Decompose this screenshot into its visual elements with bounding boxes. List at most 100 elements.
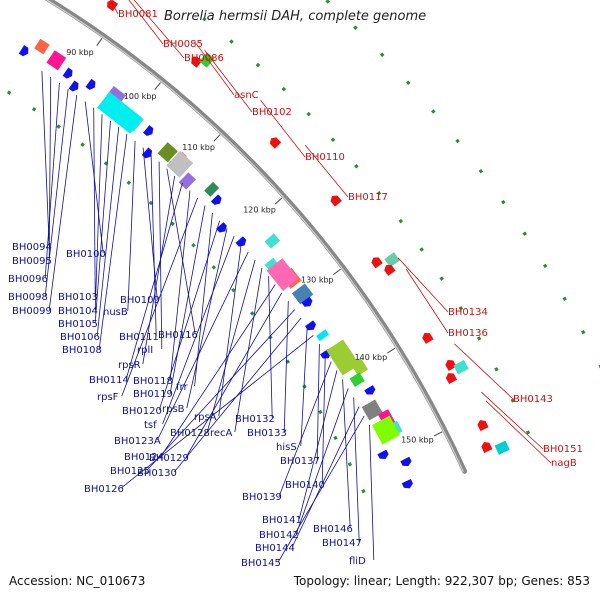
gene-label-bh0124: BH0124 [124, 452, 164, 463]
gene-label-rpsa: rpsA [194, 412, 217, 423]
ring-dot [255, 62, 261, 68]
forward-operon-block [97, 91, 143, 134]
gene-label-bh0108: BH0108 [62, 345, 102, 356]
leader-line [41, 71, 50, 247]
ring-dot [191, 243, 196, 248]
reverse-gene-block [199, 52, 215, 68]
gene-label-bh0104: BH0104 [58, 306, 98, 317]
leader-line [94, 114, 103, 311]
forward-gene-arrow [377, 449, 389, 460]
leader-line [160, 284, 276, 457]
leader-line [283, 301, 289, 433]
leader-line [260, 99, 306, 158]
gene-label-bh0106: BH0106 [60, 332, 100, 343]
ring-dot [302, 384, 307, 389]
tick-mark [274, 197, 283, 205]
ring-dot [525, 430, 531, 435]
forward-gene-block [316, 329, 330, 342]
gene-label-bh0133: BH0133 [247, 428, 287, 439]
leader-line [300, 326, 308, 447]
forward-gene-arrow [62, 67, 73, 79]
gene-label-bh0142: BH0142 [259, 530, 299, 541]
gene-label-bh0098: BH0098 [8, 292, 48, 303]
leader-line [268, 276, 273, 419]
leader-line [369, 424, 375, 561]
gene-label-reca: recA [210, 428, 233, 439]
gene-labels: BH0094BH0095BH0096BH0098BH0099BH0100BH01… [8, 9, 583, 569]
leader-line [146, 309, 295, 471]
ring-dot [325, 0, 330, 4]
leader-line [109, 0, 119, 15]
leader-line [186, 228, 228, 409]
reverse-gene-arrow [422, 333, 434, 344]
leader-line [185, 292, 283, 458]
accession-text: Accession: NC_010673 [9, 574, 146, 588]
tick-label: 140 kbp [355, 353, 388, 362]
ring-dot [522, 231, 528, 236]
leader-line [166, 168, 196, 335]
reverse-gene-arrow [481, 441, 493, 453]
forward-gene-arrow [305, 320, 317, 331]
ring-dot [126, 180, 132, 186]
forward-gene-block [291, 283, 314, 305]
reverse-gene-arrow [330, 195, 342, 207]
gene-label-bh0120: BH0120 [122, 406, 162, 417]
tick-mark [387, 347, 396, 354]
gene-label-bh0118: BH0118 [133, 376, 173, 387]
ring-dot [476, 336, 482, 341]
gene-label-bh0130: BH0130 [137, 468, 177, 479]
ring-dot [405, 80, 411, 86]
tick-mark [433, 431, 443, 437]
ring-dot [347, 462, 353, 467]
tick-mark [333, 268, 341, 275]
ring-dot [510, 398, 515, 403]
gene-label-bh0114: BH0114 [89, 375, 129, 386]
gene-label-hiss: hisS [276, 442, 297, 453]
gene-label-bh0132: BH0132 [235, 414, 275, 425]
leader-line [127, 140, 136, 312]
ring-dot [249, 311, 255, 316]
dotted-rings [6, 0, 600, 494]
forward-gene-block [361, 399, 383, 421]
gene-label-bh0141: BH0141 [262, 515, 302, 526]
leader-line [125, 182, 183, 380]
gene-label-bh0137: BH0137 [280, 456, 320, 467]
leader-line [316, 343, 320, 461]
leader-line [162, 236, 235, 425]
leader-line [44, 82, 60, 279]
gene-label-bh0102: BH0102 [252, 107, 292, 118]
forward-gene-block [204, 181, 220, 197]
ring-dot [542, 263, 548, 269]
forward-gene-block [46, 50, 67, 71]
tick-mark [154, 82, 161, 90]
reverse-gene-arrow [107, 0, 119, 12]
forward-gene-arrow [18, 45, 29, 57]
leader-line [142, 147, 158, 300]
gene-label-bh0139: BH0139 [242, 492, 282, 503]
gene-label-bh0143: BH0143 [513, 394, 553, 405]
leader-line [142, 175, 176, 365]
leader-line [128, 0, 164, 45]
map-title: Borrelia hermsii DAH, complete genome [164, 9, 427, 24]
ring-dot [306, 111, 311, 117]
leader-line [454, 343, 514, 400]
leader-line [158, 220, 221, 411]
gene-label-flid: fliD [349, 556, 366, 567]
topology-text: Topology: linear; Length: 922,307 bp; Ge… [293, 574, 590, 588]
ring-dot [398, 218, 404, 224]
leader-line [206, 259, 256, 433]
leader-line [321, 352, 326, 485]
gene-label-bh0094: BH0094 [12, 242, 52, 253]
gene-label-rpsb: rpsB [162, 404, 185, 415]
ring-dot [455, 138, 460, 144]
ring-dot [318, 409, 323, 415]
ring-dot [333, 435, 338, 441]
gene-label-bh0144: BH0144 [255, 543, 295, 554]
gene-label-bh0128: BH0128 [170, 428, 210, 439]
forward-gene-arrow [68, 80, 79, 92]
leader-line [121, 197, 198, 397]
gene-label-bh0125: BH0125 [110, 466, 150, 477]
backbone-highlight [45, 0, 464, 473]
